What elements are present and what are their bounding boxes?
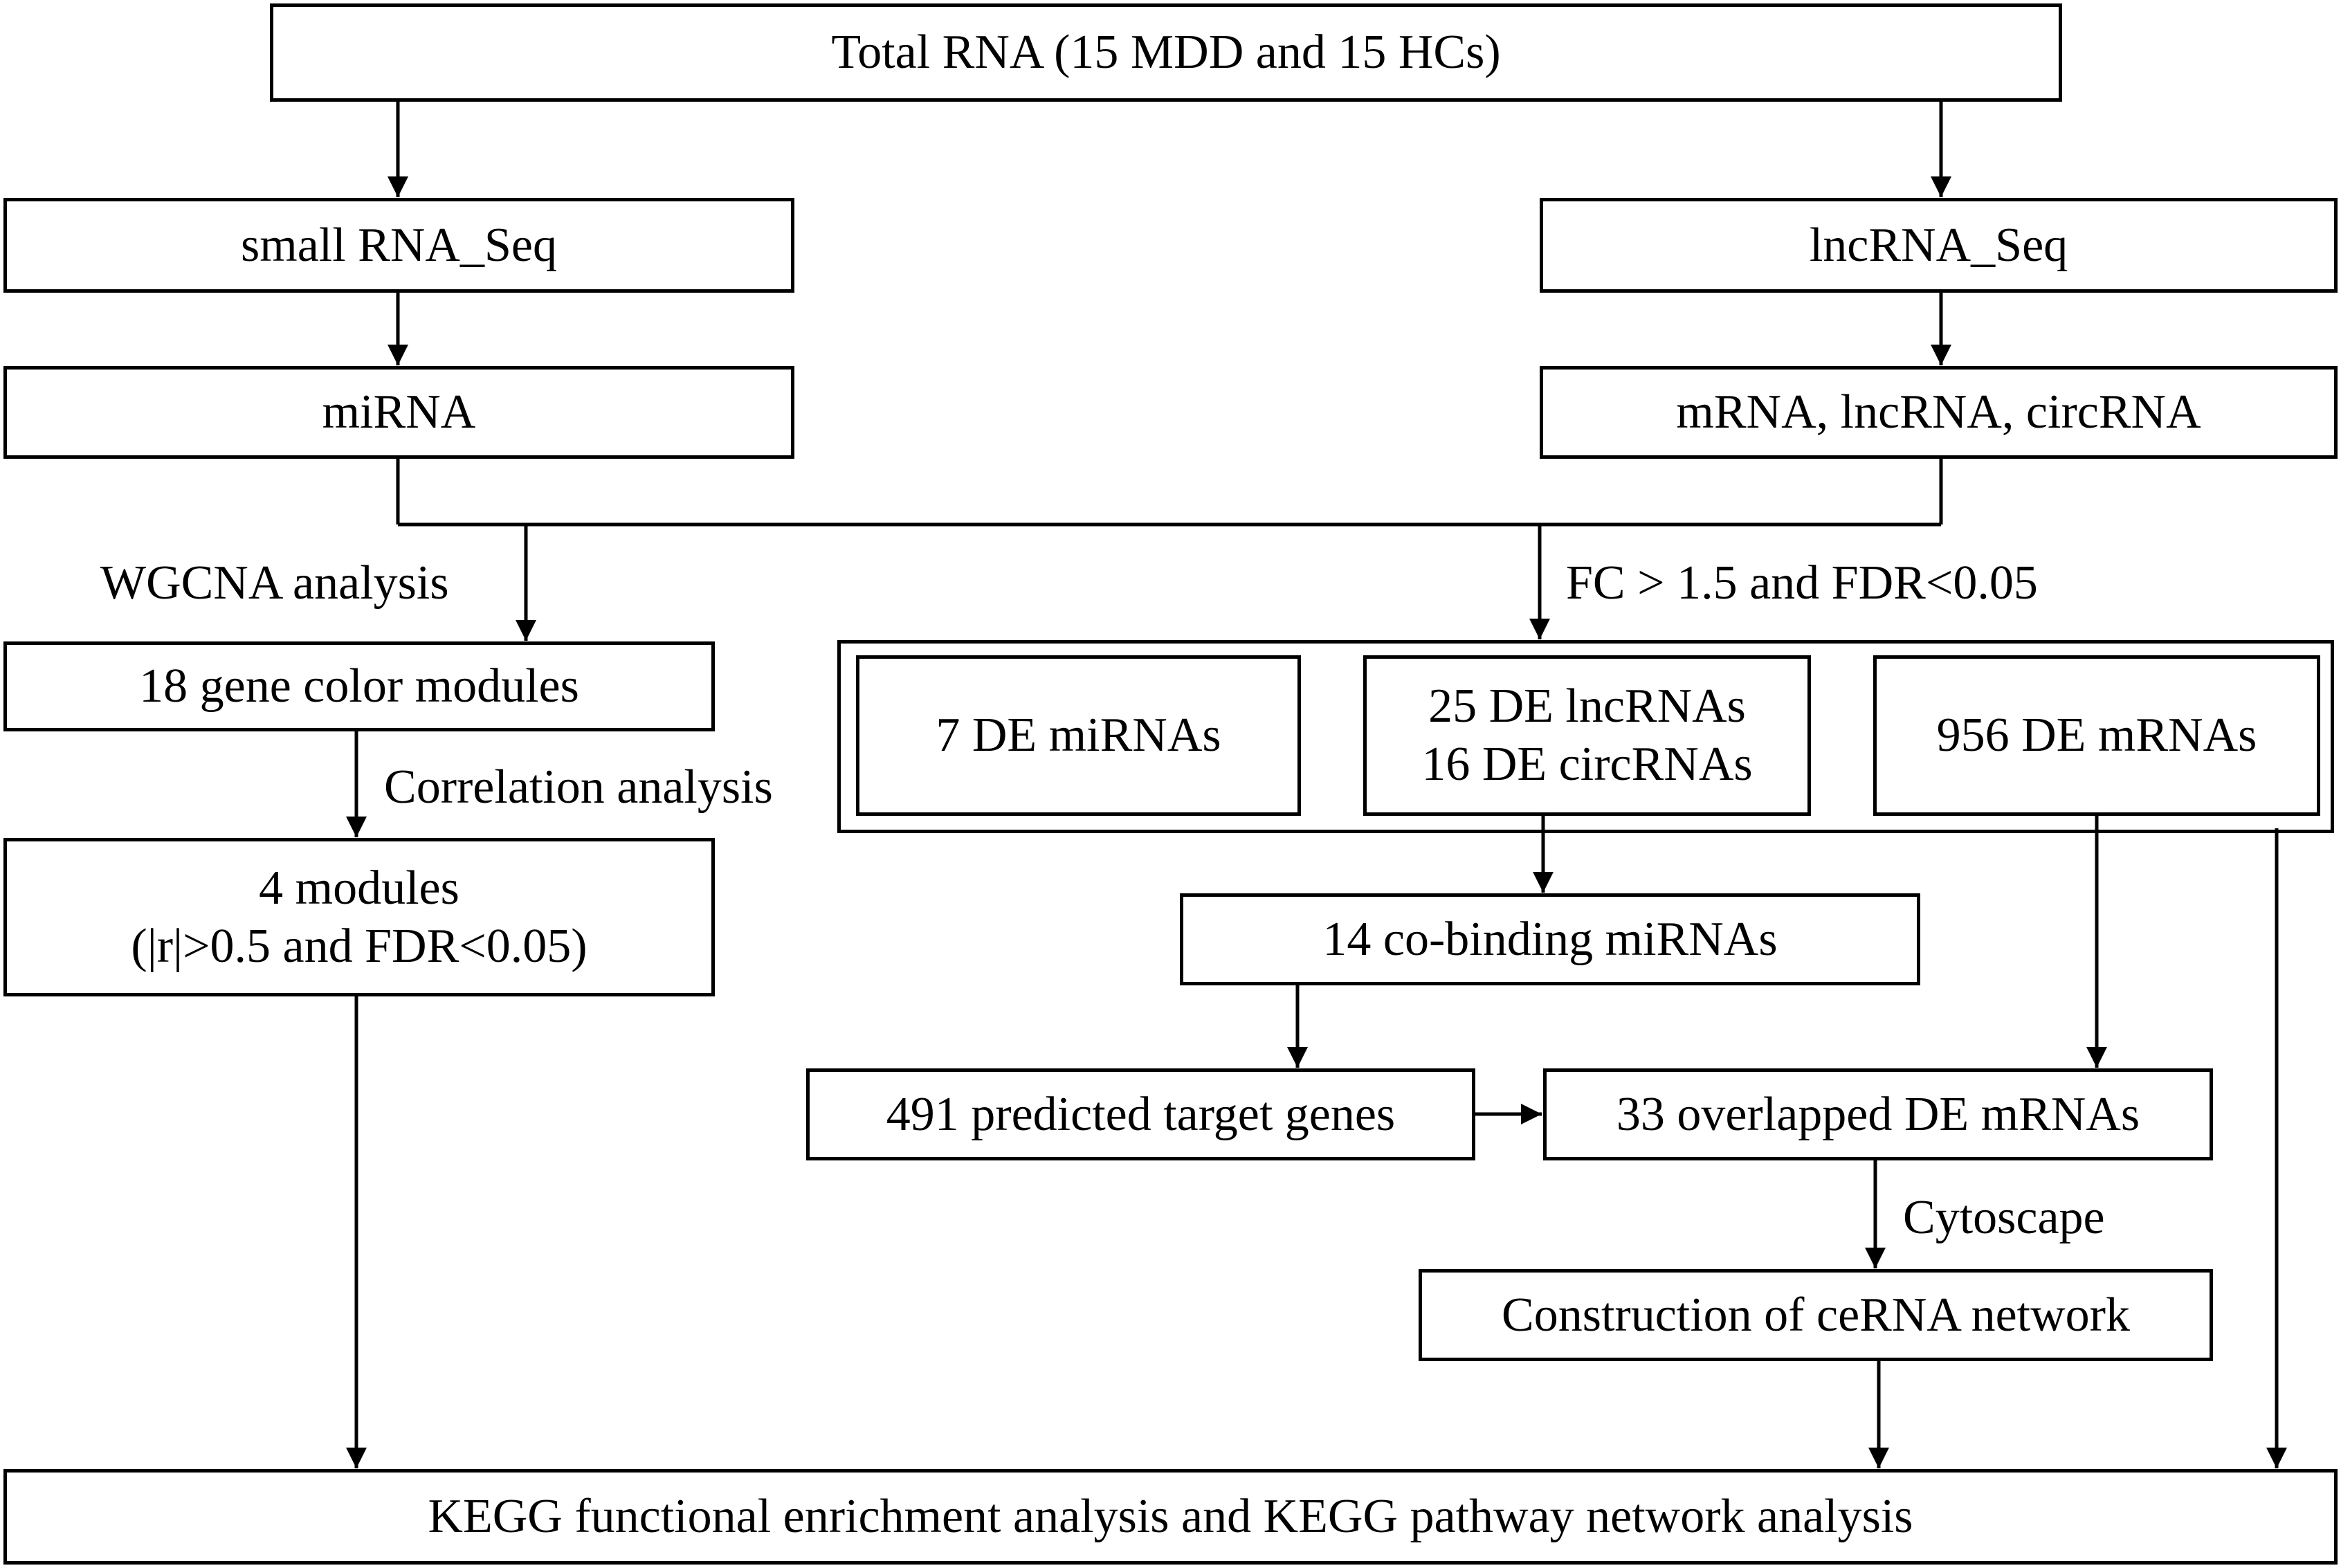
edge-label-fc-fdr: FC > 1.5 and FDR<0.05 [1566,556,2038,610]
node-de-mrnas: 956 DE mRNAs [1873,655,2320,816]
node-small-rna-seq: small RNA_Seq [3,198,794,293]
node-co-binding-mirnas: 14 co-binding miRNAs [1180,893,1920,985]
node-de-mirnas: 7 DE miRNAs [856,655,1301,816]
node-four-modules-line2: (|r|>0.5 and FDR<0.05) [131,919,587,973]
edge-label-cytoscape: Cytoscape [1903,1191,2105,1244]
node-overlapped-de-mrnas: 33 overlapped DE mRNAs [1543,1068,2213,1160]
node-predicted-target-genes-label: 491 predicted target genes [886,1087,1396,1141]
node-gene-color-modules: 18 gene color modules [3,641,715,731]
node-predicted-target-genes: 491 predicted target genes [806,1068,1475,1160]
node-overlapped-de-mrnas-label: 33 overlapped DE mRNAs [1616,1087,2140,1141]
node-de-lncrnas-label: 25 DE lncRNAs [1428,680,1746,733]
node-cerna-network-label: Construction of ceRNA network [1502,1288,2130,1342]
node-total-rna-label: Total RNA (15 MDD and 15 HCs) [831,26,1501,79]
node-kegg-analysis: KEGG functional enrichment analysis and … [3,1469,2338,1565]
node-small-rna-seq-label: small RNA_Seq [241,218,557,272]
node-de-lnc-circ: 25 DE lncRNAs 16 DE circRNAs [1363,655,1811,816]
edge-label-wgcna: WGCNA analysis [100,556,449,610]
node-kegg-analysis-label: KEGG functional enrichment analysis and … [428,1490,1913,1543]
node-gene-color-modules-label: 18 gene color modules [139,659,579,713]
edge-label-correlation: Correlation analysis [384,760,773,814]
node-mirna-label: miRNA [322,385,476,439]
node-mirna: miRNA [3,366,794,459]
node-de-mrnas-label: 956 DE mRNAs [1936,709,2257,762]
node-lncrna-seq: lncRNA_Seq [1540,198,2338,293]
node-mrna-lncrna-circrna: mRNA, lncRNA, circRNA [1540,366,2338,459]
node-de-circrnas-label: 16 DE circRNAs [1421,738,1753,791]
node-co-binding-mirnas-label: 14 co-binding miRNAs [1322,912,1778,966]
node-mrna-lncrna-circrna-label: mRNA, lncRNA, circRNA [1676,385,2201,439]
node-four-modules-line1: 4 modules [259,861,459,915]
node-four-modules: 4 modules (|r|>0.5 and FDR<0.05) [3,838,715,996]
node-cerna-network: Construction of ceRNA network [1419,1269,2213,1361]
de-group-container [837,640,2334,833]
node-total-rna: Total RNA (15 MDD and 15 HCs) [270,3,2062,102]
node-de-mirnas-label: 7 DE miRNAs [936,709,1221,762]
node-lncrna-seq-label: lncRNA_Seq [1809,218,2068,272]
